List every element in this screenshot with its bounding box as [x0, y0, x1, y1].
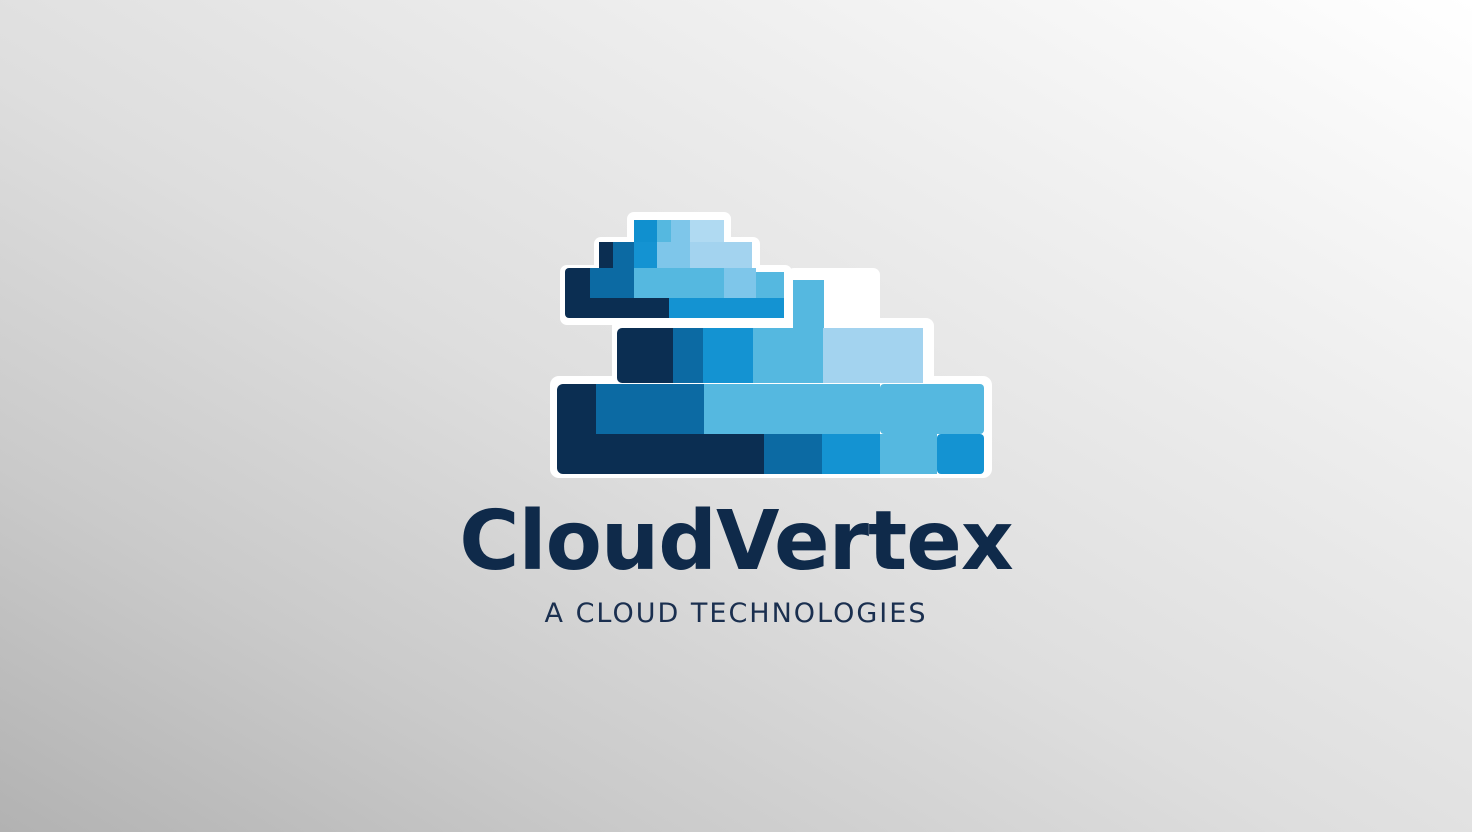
brand-name: CloudVertex	[459, 494, 1013, 589]
pixel-cloud-icon	[550, 212, 992, 478]
cloud-top-block	[565, 220, 784, 318]
cloud-bottom-block	[557, 384, 984, 474]
cloud-middle-block	[617, 275, 923, 383]
brand-tagline: A CLOUD TECHNOLOGIES	[544, 598, 928, 629]
